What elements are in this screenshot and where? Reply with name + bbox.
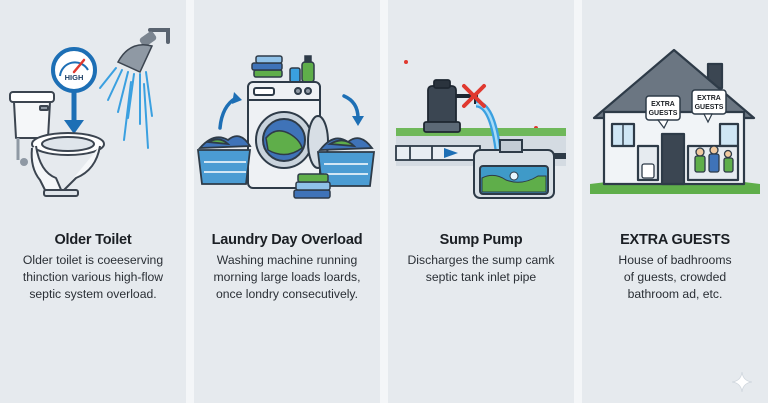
panel-description: Discharges the sump camk septic tank inl… [407, 253, 555, 284]
inlet-pipe [395, 145, 481, 161]
older-toilet-illustration: HIGH [9, 28, 170, 197]
sign-line-1: EXTRA [651, 101, 675, 108]
guests-figures [641, 145, 734, 179]
shower-head-icon [99, 28, 170, 149]
sump-pump-illustration [395, 60, 566, 199]
panel-description: House of badhrooms of guests, crowded ba… [618, 253, 732, 301]
sign-line-1: EXTRA [697, 95, 721, 102]
panel-sump-pump: Sump Pump Discharges the sump camk septi… [388, 0, 574, 403]
panel-older-toilet: HIGH Older Toilet Older toilet is coeese… [0, 0, 186, 403]
gauge-label: HIGH [65, 73, 84, 82]
pressure-gauge-icon: HIGH [51, 47, 97, 134]
sparkle-icon [731, 371, 753, 393]
panel-title: Laundry Day Overload [211, 232, 363, 248]
panel-description: Washing machine running morning large lo… [213, 253, 361, 301]
panel-title: Older Toilet [54, 232, 132, 248]
sign-line-2: GUESTS [649, 110, 678, 117]
panel-extra-guests: EXTRA GUESTS EXTRA GUESTS EXTRA GUESTS H… [582, 0, 768, 403]
washing-machine-icon [247, 81, 329, 189]
panel-laundry-day-overload: Laundry Day Overload Washing machine run… [194, 0, 380, 403]
laundry-basket-icon [316, 137, 376, 187]
red-x-icon [462, 84, 486, 108]
panel-description: Older toilet is coeeserving thinction va… [22, 253, 164, 301]
septic-tank-icon [473, 139, 555, 199]
toilet-icon [9, 91, 105, 197]
laundry-illustration [196, 55, 376, 199]
extra-guests-sign: EXTRA GUESTS [645, 95, 681, 130]
laundry-basket-icon [196, 135, 252, 185]
panel-title: Sump Pump [439, 232, 523, 248]
sign-line-2: GUESTS [695, 104, 724, 111]
extra-guests-illustration: EXTRA GUESTS EXTRA GUESTS [590, 48, 760, 194]
folded-clothes-icon [251, 55, 315, 83]
panel-title: EXTRA GUESTS [620, 232, 730, 248]
extra-guests-sign: EXTRA GUESTS [691, 89, 727, 124]
